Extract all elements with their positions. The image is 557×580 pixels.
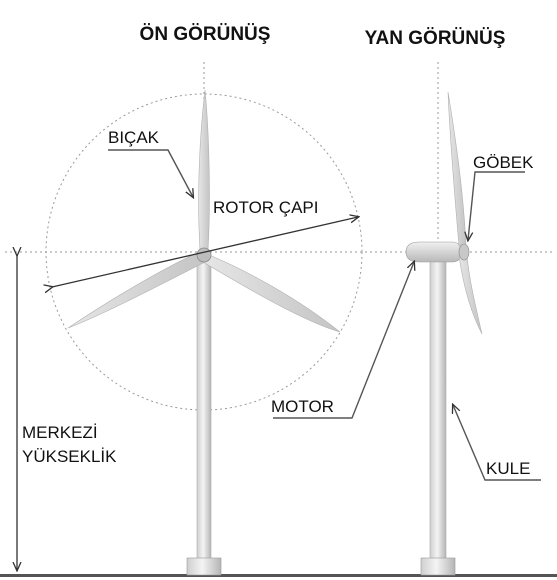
front-hub (196, 247, 212, 263)
tower-leader (453, 405, 541, 481)
side-view-turbine (405, 91, 483, 576)
rotor-diameter-label: ROTOR ÇAPI (213, 198, 318, 217)
side-view-title: YAN GÖRÜNÜŞ (365, 28, 506, 49)
side-nacelle (405, 241, 463, 263)
side-tower (429, 259, 447, 561)
front-view-title: ÖN GÖRÜNÜŞ (140, 24, 271, 45)
motor-label: MOTOR (271, 397, 334, 416)
front-blade-up (198, 89, 210, 251)
ground-line (0, 574, 557, 577)
side-blade-down (458, 255, 483, 335)
tower-label: KULE (486, 459, 530, 478)
front-tower-base (186, 557, 222, 576)
blade-leader (108, 149, 193, 197)
front-blade-right (202, 253, 341, 333)
side-tower-base (420, 557, 456, 576)
blade-label: BIÇAK (108, 128, 160, 147)
rotor-diameter-arrow (52, 217, 358, 287)
front-blade-left (67, 251, 206, 329)
guide-lines (5, 62, 552, 560)
motor-leader (273, 262, 414, 419)
side-blade-up (447, 91, 467, 247)
side-hub (458, 243, 470, 261)
hub-height-label-line2: YÜKSEKLİK (22, 447, 117, 466)
front-view-turbine (67, 89, 341, 576)
hub-height-label-line1: MERKEZİ (22, 423, 98, 442)
hub-label: GÖBEK (473, 153, 534, 172)
front-tower (196, 257, 212, 562)
hub-leader (468, 171, 525, 240)
